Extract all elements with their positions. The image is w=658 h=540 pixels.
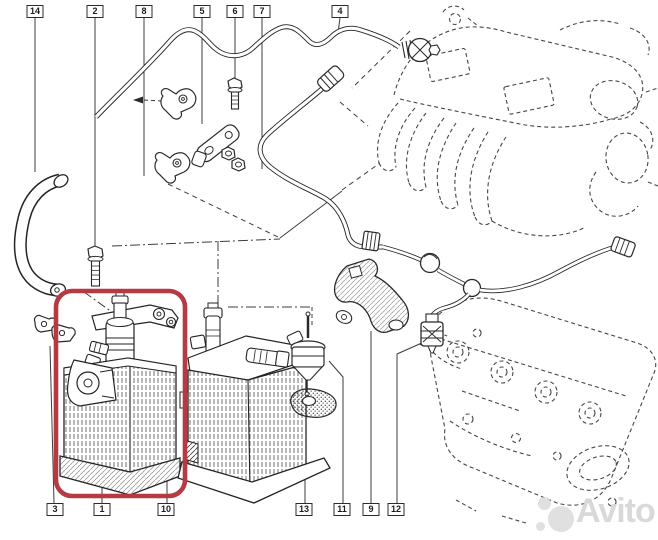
callout-14: 14 xyxy=(26,5,44,18)
alt-canister-drawing xyxy=(177,302,331,504)
bolt-2-drawing xyxy=(87,245,104,287)
callout-9: 9 xyxy=(362,503,380,516)
purge-hose-drawing xyxy=(382,236,636,321)
leader-11 xyxy=(328,360,344,503)
axis-lines xyxy=(83,30,463,370)
callout-6: 6 xyxy=(226,5,244,18)
callout-13: 13 xyxy=(295,503,313,516)
callout-5: 5 xyxy=(193,5,211,18)
highlight-box xyxy=(53,288,188,499)
valve-gasket-drawing xyxy=(290,388,337,418)
purge-valve-drawing xyxy=(286,311,326,397)
pipe-union-drawing xyxy=(401,37,441,63)
callout-1: 1 xyxy=(93,503,111,516)
vapour-pipe-drawing xyxy=(257,65,383,252)
cylinder-head-drawing xyxy=(419,297,657,524)
callout-8: 8 xyxy=(135,5,153,18)
arrow-icon xyxy=(133,96,143,104)
intake-manifold-drawing xyxy=(376,5,658,237)
callout-11: 11 xyxy=(333,503,351,516)
bolt-6-drawing xyxy=(227,77,243,110)
breather-hose-drawing xyxy=(13,173,69,297)
leader-3 xyxy=(49,345,55,504)
fuel-pipe-drawing xyxy=(94,24,401,119)
pointer-dash-8 xyxy=(142,99,163,102)
callout-7: 7 xyxy=(253,5,271,18)
callout-12: 12 xyxy=(387,503,405,516)
charcoal-canister-assembly-drawing xyxy=(59,290,181,496)
pipe-clip-drawing xyxy=(160,87,197,120)
callout-4: 4 xyxy=(331,5,349,18)
mounting-bracket-drawing xyxy=(333,258,410,333)
quick-connector-drawing xyxy=(420,313,444,354)
callout-2: 2 xyxy=(86,5,104,18)
pipe-clip-2-drawing xyxy=(154,151,191,184)
callout-10: 10 xyxy=(157,503,175,516)
callout-3: 3 xyxy=(46,503,64,516)
leader-12 xyxy=(396,341,425,503)
nuts-7-drawing xyxy=(221,146,246,172)
pipe-bracket-drawing xyxy=(191,124,240,168)
